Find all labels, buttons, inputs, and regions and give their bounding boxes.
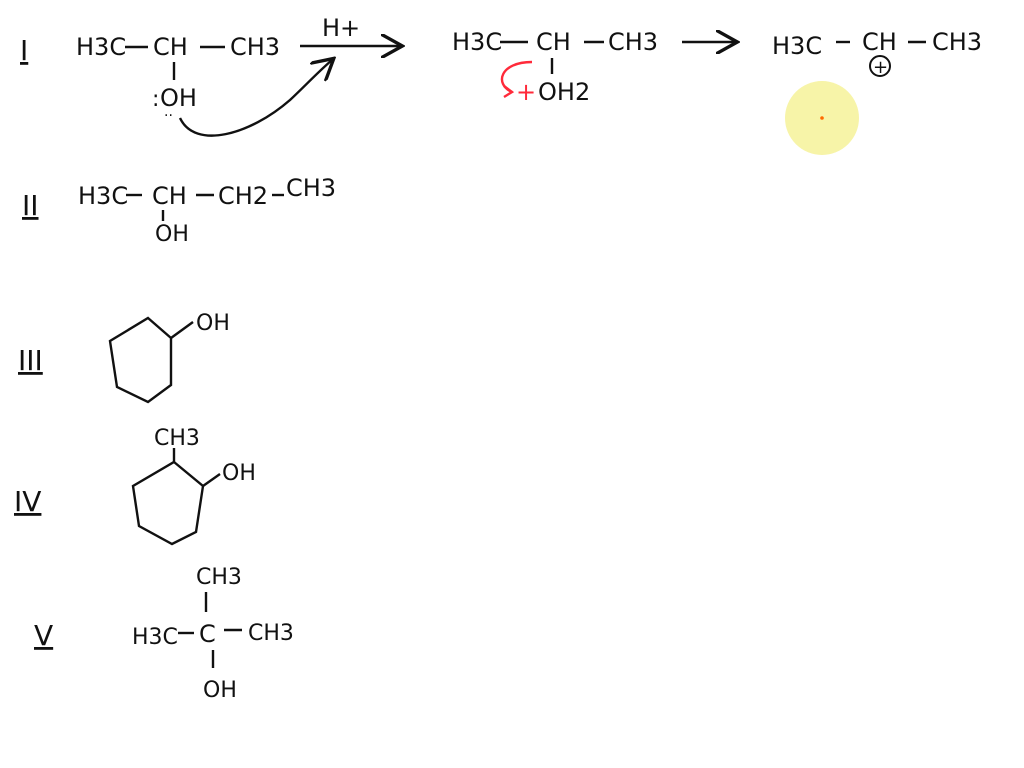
reactant-structure: H3C CH CH3 : OH ·· [76,33,280,124]
roman-label-iii: III [18,344,43,377]
intermediate-leaving-group: OH2 [538,78,590,106]
molecule-iv-oh: OH [222,461,256,486]
product-right-group: CH3 [932,28,982,56]
molecule-v-bottom-oh: OH [203,678,237,703]
cyclohexane-ring-iii [108,316,173,404]
cursor-dot [820,116,824,120]
row-iii: III OH [18,311,230,404]
reactant-right-group: CH3 [230,33,280,61]
intermediate-right-group: CH3 [608,28,658,56]
bond-line [170,321,194,339]
intermediate-structure: H3C CH CH3 + OH2 [452,28,658,106]
roman-label-ii: II [22,189,39,222]
row-v: V CH3 H3C C CH3 OH [34,565,294,703]
reactant-lone-pair: : [152,87,159,112]
carbocation-charge-circle [869,55,891,77]
molecule-v-center-c: C [199,620,216,648]
product-left-group: H3C [772,32,822,60]
molecule-ii-group-4: CH3 [286,174,336,202]
cyclohexane-ring-iv [131,460,205,546]
molecule-ii-oh: OH [155,222,189,247]
mechanism-curved-arrow [178,60,332,137]
row-i: I H3C CH CH3 : OH ·· H+ H3C CH CH3 [20,14,982,155]
lone-pair-dots: ·· [164,108,173,124]
molecule-ii-group-3: CH2 [218,182,268,210]
molecule-v-right-ch3: CH3 [248,621,294,646]
molecule-ii-group-2: CH [152,182,187,210]
bond-line [202,473,221,487]
reactant-left-group: H3C [76,33,126,61]
intermediate-left-group: H3C [452,28,502,56]
molecule-v-left-h3c: H3C [132,625,178,650]
roman-label-v: V [34,619,53,652]
product-charge: + [873,57,888,78]
intermediate-center-group: CH [536,28,571,56]
row-iv: IV CH3 OH [14,426,256,546]
molecule-ii-group-1: H3C [78,182,128,210]
roman-label-iv: IV [14,485,41,518]
product-center-group: CH [862,28,897,56]
molecule-iii-oh: OH [196,311,230,336]
molecule-v-top-ch3: CH3 [196,565,242,590]
red-arrow-head [503,85,515,99]
reactant-center-group: CH [153,33,188,61]
molecule-iv-ch3: CH3 [154,426,200,451]
row-ii: II H3C CH CH2 CH3 OH [22,174,336,247]
reactant-oh-group: OH [160,84,197,112]
intermediate-charge: + [516,78,536,106]
product-structure: H3C CH CH3 + [772,28,982,78]
reagent-label: H+ [322,14,360,42]
roman-label-i: I [20,34,28,67]
